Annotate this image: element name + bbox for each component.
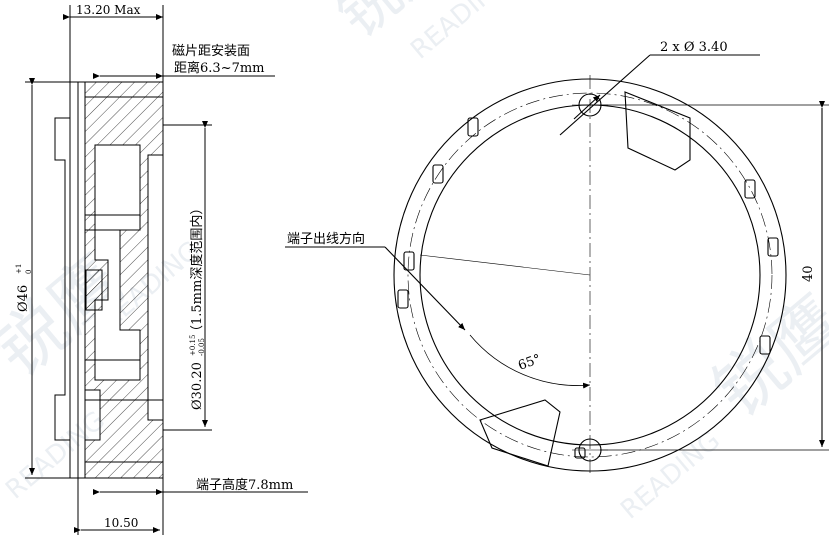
watermark-cn: 锐鹰 [698,280,829,433]
terminal-height-note: 端子高度7.8mm [196,477,293,493]
dim-outer-diameter: Ø46 [16,285,31,312]
magnet-note-line2: 距离6.3~7mm [174,60,265,76]
dim-outer-tol-lower: 0 [25,270,33,274]
dim-inner-diameter: Ø30.20 [190,362,205,410]
dim-inner-tol-lower: -0.05 [198,338,206,356]
angle-arc [469,334,591,389]
dim-inner-diameter-group: Ø30.20 +0.15 -0.05 （1.5mm深度范围内） [189,202,206,410]
angle-label: 65° [516,352,543,374]
dim-inner-depth-note: （1.5mm深度范围内） [189,202,205,338]
dim-outer-tol-upper: +1 [15,264,23,274]
hole-callout: 2 x Ø 3.40 [660,40,728,55]
terminal-direction-note: 端子出线方向 [287,231,365,247]
dim-right-40: 40 [801,265,816,282]
notch [432,164,444,184]
dim-inner-tol-upper: +0.15 [189,335,197,356]
notch [403,251,415,271]
notch [467,117,479,137]
front-circular-view [285,54,829,475]
notch [767,237,779,257]
dim-overall-height: 13.20 Max [76,3,141,17]
notch [397,289,409,309]
pad-bottom-right [479,399,561,467]
magnet-note-line1: 磁片距安装面 [172,44,250,59]
dim-outer-diameter-group: Ø46 +1 0 [15,264,33,312]
watermark-text: READING [615,426,726,526]
notch [744,179,756,199]
dim-bottom-width: 10.50 [104,516,138,530]
pad-top-right [624,91,691,171]
notch [574,447,586,459]
side-section-view [25,5,308,535]
watermark-text: READING [405,0,516,65]
notch [759,335,771,355]
